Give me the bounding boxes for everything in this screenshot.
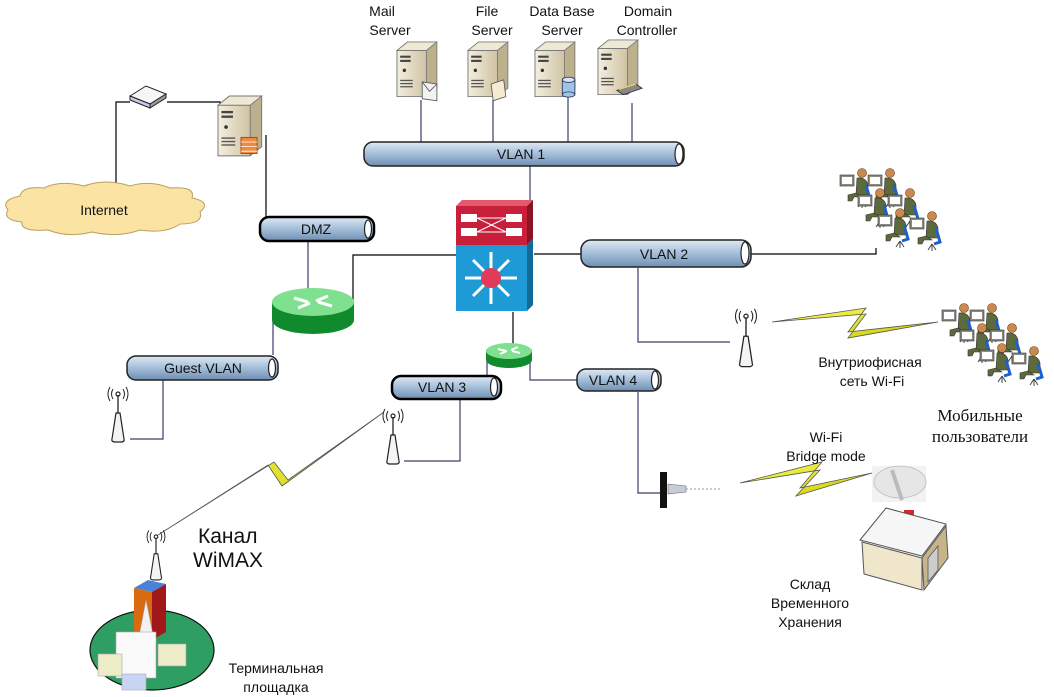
- mobile-users-icon: [940, 302, 1044, 388]
- core-switch-icon[interactable]: [456, 200, 533, 311]
- svg-text:Терминальная: Терминальная: [229, 660, 324, 676]
- link-vlan4-bridge: [637, 392, 660, 494]
- internet-label: Internet: [80, 202, 128, 218]
- lightning-office-wifi-icon: [771, 307, 939, 339]
- wireless-links: [157, 307, 939, 536]
- svg-text:Мобильные: Мобильные: [937, 406, 1022, 425]
- svg-text:VLAN 3: VLAN 3: [418, 379, 466, 395]
- terminal-site-icon[interactable]: [89, 529, 215, 691]
- link-router-core: [352, 254, 456, 318]
- distribution-router-icon[interactable]: [486, 343, 532, 368]
- office-wifi-label: Внутриофисная сеть Wi-Fi: [818, 354, 921, 389]
- guest-access-point-icon[interactable]: [107, 386, 129, 443]
- dmz-segment[interactable]: DMZ: [258, 215, 376, 243]
- lightning-bridge-icon: [739, 461, 873, 497]
- internet-cloud[interactable]: Internet: [5, 181, 205, 236]
- vlan1-segment[interactable]: VLAN 1: [363, 141, 685, 167]
- svg-text:Mail: Mail: [369, 3, 395, 19]
- svg-text:пользователи: пользователи: [932, 427, 1028, 446]
- svg-text:Wi-Fi: Wi-Fi: [810, 429, 843, 445]
- lightning-wimax-icon: [157, 411, 385, 536]
- warehouse-label: Склад Временного Хранения: [771, 576, 849, 630]
- link-modem-firewall: [167, 101, 221, 110]
- svg-text:VLAN 1: VLAN 1: [497, 146, 545, 162]
- svg-text:WiMAX: WiMAX: [193, 549, 263, 572]
- bridge-antenna-icon[interactable]: [660, 472, 720, 508]
- svg-text:Склад: Склад: [790, 576, 831, 592]
- svg-text:Guest VLAN: Guest VLAN: [164, 360, 242, 376]
- svg-text:Server: Server: [541, 22, 583, 38]
- vlan4-segment[interactable]: VLAN 4: [576, 368, 662, 392]
- svg-text:Server: Server: [471, 22, 513, 38]
- svg-text:VLAN 4: VLAN 4: [589, 372, 637, 388]
- bridge-mode-label: Wi-Fi Bridge mode: [786, 429, 866, 464]
- server-database[interactable]: Data Base Server: [529, 3, 595, 98]
- office-users-icon: [838, 167, 942, 253]
- connection-lines: [115, 96, 877, 494]
- guest-vlan-segment[interactable]: Guest VLAN: [126, 355, 279, 381]
- svg-text:сеть Wi-Fi: сеть Wi-Fi: [840, 373, 905, 389]
- file-server-icon: [467, 41, 509, 102]
- vlan3-segment[interactable]: VLAN 3: [390, 374, 503, 401]
- svg-text:File: File: [476, 3, 499, 19]
- svg-text:Хранения: Хранения: [778, 614, 842, 630]
- svg-text:площадка: площадка: [243, 679, 309, 695]
- link-guest-ap: [130, 380, 164, 440]
- svg-text:Внутриофисная: Внутриофисная: [818, 354, 921, 370]
- link-router2-vlan4: [529, 360, 578, 381]
- domain-controller-icon: [597, 39, 644, 96]
- svg-text:Bridge mode: Bridge mode: [786, 448, 866, 464]
- svg-text:Data Base: Data Base: [529, 3, 595, 19]
- mobile-users-label: Мобильные пользователи: [932, 406, 1028, 446]
- modem-icon: [128, 85, 168, 109]
- server-mail[interactable]: Mail Server: [369, 3, 438, 102]
- link-internet-modem: [115, 101, 130, 187]
- svg-text:Controller: Controller: [617, 22, 678, 38]
- link-vlan2-users: [750, 248, 877, 255]
- vlan2-segment[interactable]: VLAN 2: [580, 239, 752, 268]
- edge-router-icon[interactable]: [272, 288, 354, 334]
- server-domain-controller[interactable]: Domain Controller: [597, 3, 678, 96]
- database-server-icon: [534, 41, 576, 98]
- link-vlan2-ap: [637, 268, 730, 343]
- svg-text:DMZ: DMZ: [301, 221, 332, 237]
- server-file[interactable]: File Server: [467, 3, 513, 102]
- warehouse-icon[interactable]: [859, 465, 949, 592]
- svg-text:Временного: Временного: [771, 595, 849, 611]
- svg-text:VLAN 2: VLAN 2: [640, 246, 688, 262]
- mail-server-icon: [396, 41, 438, 102]
- office-access-point-icon[interactable]: [734, 308, 758, 368]
- terminal-site-label: Терминальная площадка: [229, 660, 324, 695]
- firewall-server-icon: [217, 95, 263, 157]
- vlan3-access-point-icon[interactable]: [382, 408, 404, 465]
- wimax-label: Канал WiMAX: [193, 525, 263, 572]
- svg-text:Канал: Канал: [198, 525, 257, 548]
- svg-text:Domain: Domain: [624, 3, 672, 19]
- svg-text:Server: Server: [369, 22, 411, 38]
- link-vlan3-ap: [404, 398, 461, 462]
